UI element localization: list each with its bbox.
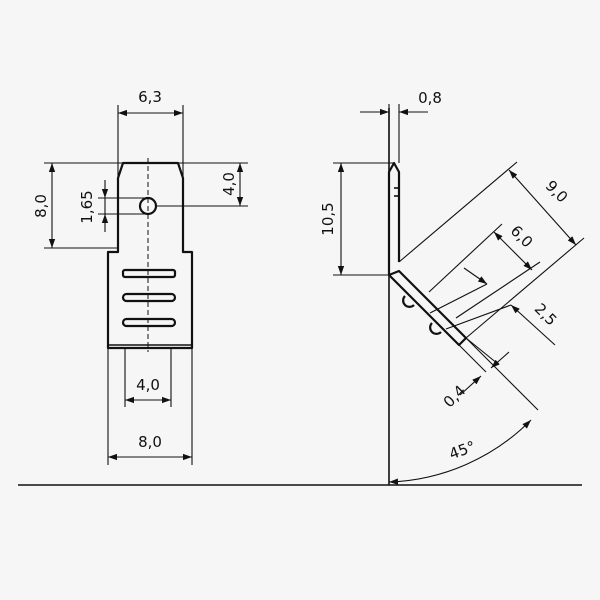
dim-side-height: 10,5: [319, 202, 337, 235]
dim-front-height: 8,0: [32, 194, 50, 218]
dim-angle-arc: [388, 419, 532, 485]
front-slot-1: [121, 268, 177, 279]
dim-2-5-ext-bottom: [445, 304, 512, 330]
dim-bent-length: 9,0: [542, 177, 572, 207]
dim-0-4-ext-right: [465, 337, 499, 365]
dim-tab-height: 4,0: [220, 172, 238, 196]
dim-thickness: 0,8: [418, 89, 442, 107]
dim-hole-offset: 1,65: [78, 190, 96, 223]
dim-bent-slot-length: 6,0: [507, 222, 537, 252]
side-bump-2: [429, 322, 442, 335]
side-bent-leg: [387, 269, 468, 347]
dim-0-4-arrow-left: [459, 375, 482, 396]
dim-angle: 45°: [447, 437, 478, 463]
dim-bent-thickness: 0,4: [440, 382, 470, 412]
dim-2-5-ext-top: [429, 283, 488, 314]
side-bump-1: [402, 295, 415, 308]
dim-6-0-line: [493, 231, 533, 271]
dim-6-0-ext-top: [428, 223, 503, 293]
dim-base-width: 8,0: [138, 433, 162, 451]
dim-front-top-width: 6,3: [138, 88, 162, 106]
dim-9-0-line: [508, 169, 577, 246]
dim-9-0-ext-top: [398, 161, 518, 263]
side-tab-outline: [387, 161, 401, 275]
dim-bent-offset: 2,5: [531, 300, 561, 330]
dim-0-4-ext-left: [458, 344, 487, 373]
dim-2-5-arrow-top: [463, 267, 488, 285]
front-view: 6,3 8,0 1,65 4,0 4,0 8,0: [32, 88, 248, 465]
front-slot-3: [121, 317, 177, 328]
dim-slot-width: 4,0: [136, 376, 160, 394]
side-view: 0,8 10,5 9,0 6,0 2,5 0,4 45°: [319, 89, 585, 485]
front-slot-2: [121, 292, 177, 303]
dim-2-5-arrow-bottom: [510, 304, 556, 346]
dim-9-0-ext-bottom: [465, 237, 585, 339]
front-tab-outline: [106, 161, 194, 350]
dim-angle-ext: [465, 337, 539, 411]
dim-6-0-ext-bottom: [455, 261, 541, 319]
